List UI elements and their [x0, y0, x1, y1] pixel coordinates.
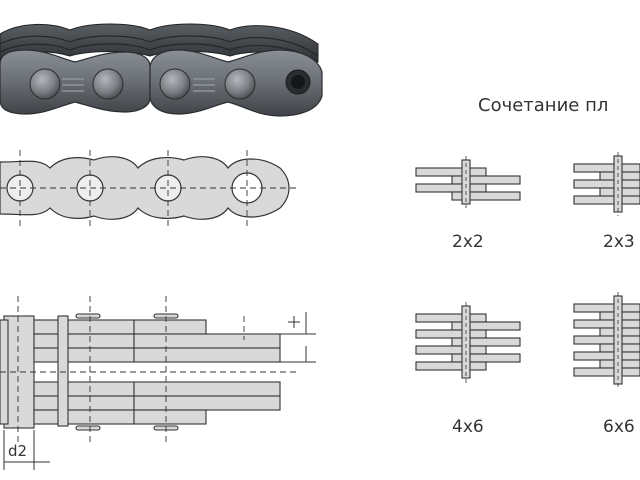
combo-6x6-diagram: [573, 292, 640, 390]
dimension-label-d2: d2: [8, 442, 27, 460]
side-view-drawing: [0, 150, 300, 228]
chain-photo: [0, 23, 323, 117]
combinations-heading: Сочетание пл: [478, 95, 608, 116]
combo-label-2x2: 2x2: [452, 232, 484, 252]
combo-label-2x3: 2x3: [603, 232, 635, 252]
combo-label-6x6: 6x6: [603, 417, 635, 437]
combo-label-4x6: 4x6: [452, 417, 484, 437]
combo-2x2-diagram: [415, 156, 521, 208]
top-view-drawing: [0, 296, 316, 470]
combo-4x6-diagram: [415, 302, 521, 384]
combo-2x3-diagram: [573, 152, 640, 216]
